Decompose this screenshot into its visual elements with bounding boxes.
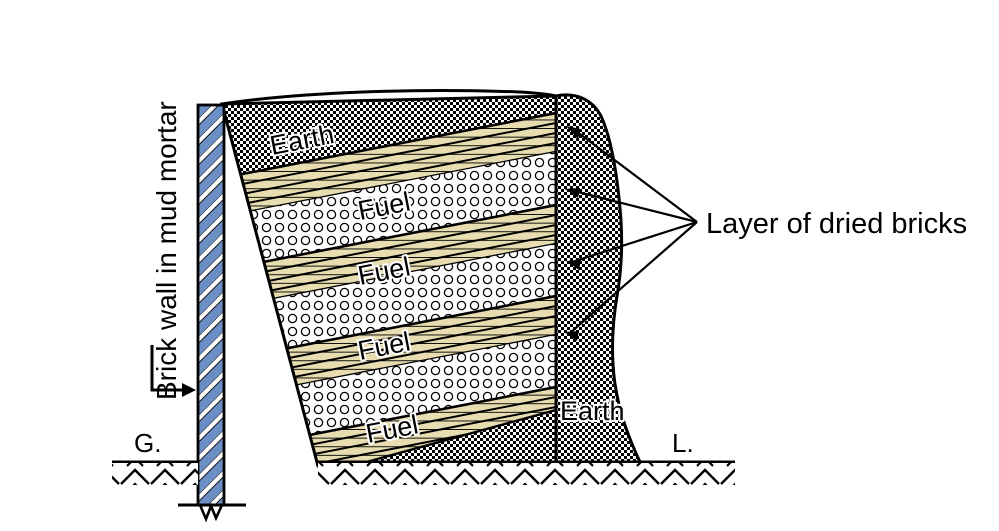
ground-level-left-label: G. xyxy=(134,428,161,458)
dried-bricks-label: Layer of dried bricks xyxy=(706,208,967,240)
brick-wall-leader xyxy=(150,345,196,397)
dried-bricks-arrowheads xyxy=(564,126,581,341)
ground-right xyxy=(318,460,735,485)
brick-wall-label: Brick wall in mud mortar xyxy=(151,101,182,400)
brick-wall xyxy=(196,103,226,507)
brick-band xyxy=(222,111,556,219)
fuel-layer xyxy=(222,244,556,361)
dried-bricks-leaders xyxy=(569,127,698,334)
fuel-label: Fuel xyxy=(355,326,412,365)
ground-left xyxy=(112,460,198,485)
earth-wedge-base xyxy=(351,408,556,466)
stack-top-cover xyxy=(221,89,557,106)
earth-right-label: Earth xyxy=(560,396,625,426)
fuel-layer xyxy=(222,152,556,270)
wall-base-break xyxy=(178,502,246,523)
ground-level-right-label: L. xyxy=(672,428,694,458)
brick-band xyxy=(222,203,556,311)
